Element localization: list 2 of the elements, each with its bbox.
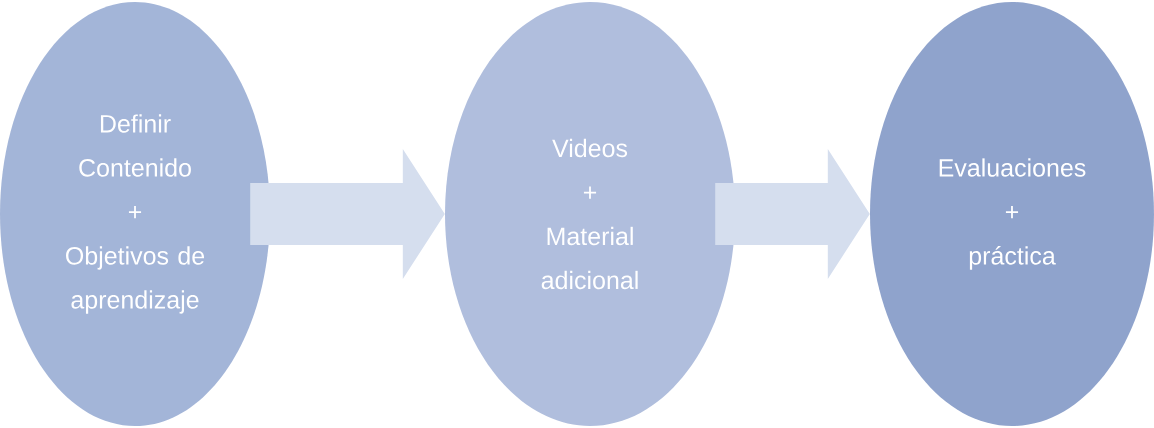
block-arrow <box>250 149 445 279</box>
block-arrow <box>715 149 870 279</box>
